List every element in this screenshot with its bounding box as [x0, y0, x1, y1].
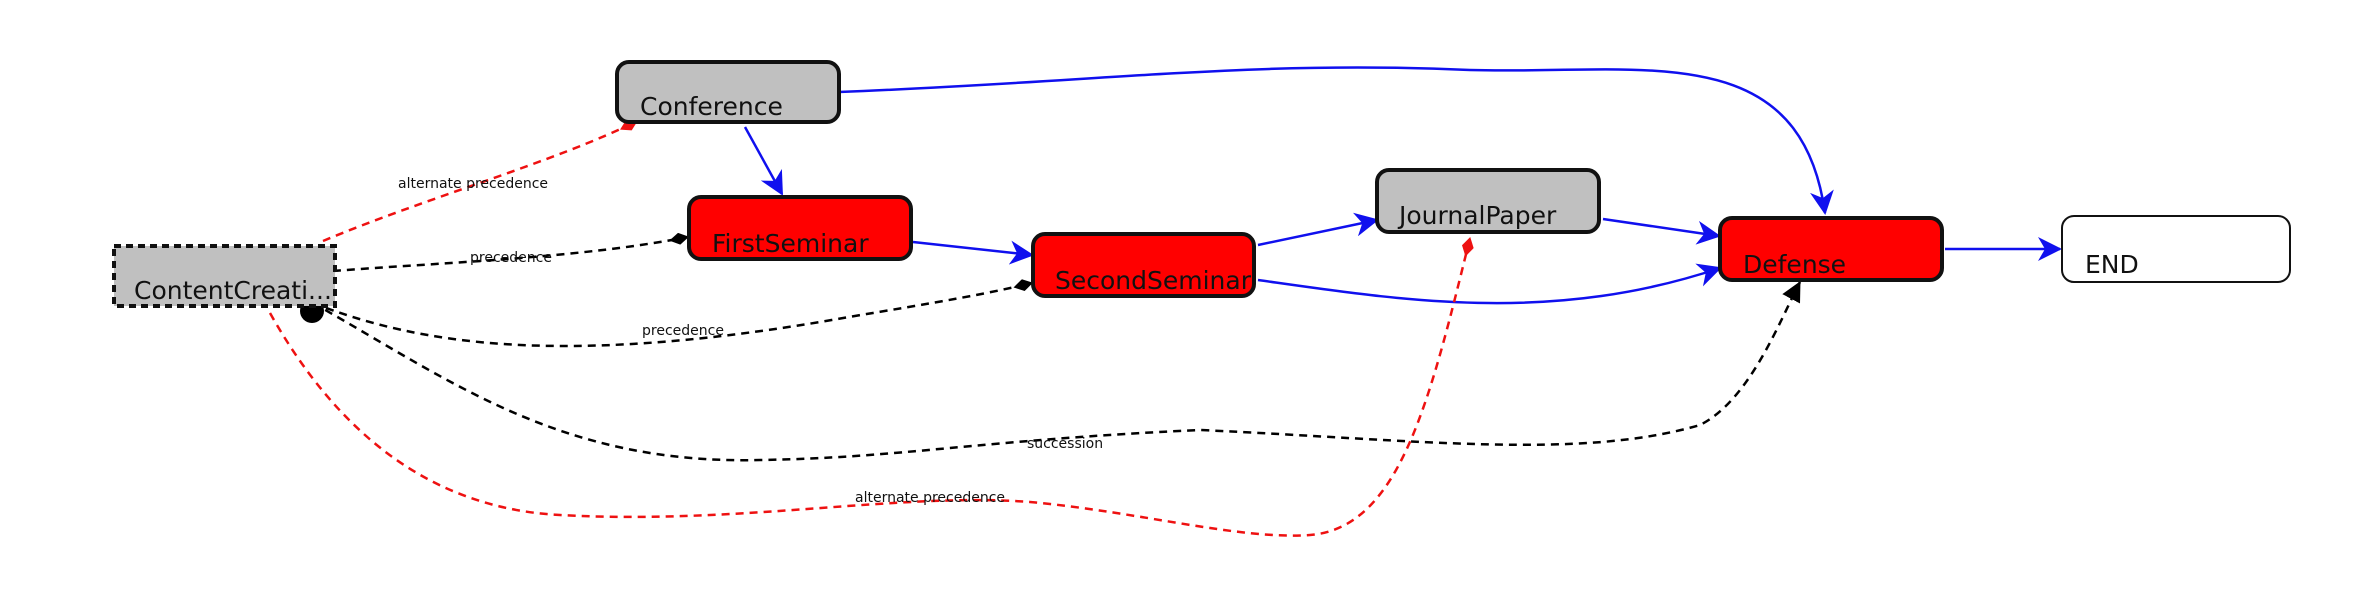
edge-precedence-firstseminar[interactable]	[332, 232, 689, 273]
node-second-seminar[interactable]: SecondSeminar	[1031, 232, 1256, 298]
node-journal-paper[interactable]: JournalPaper	[1375, 168, 1601, 234]
node-label-second-seminar: SecondSeminar	[1055, 266, 1252, 295]
edge-label-alternate-precedence-conference: alternate precedence	[398, 176, 548, 192]
edge-labels: alternate precedence precedence preceden…	[398, 176, 1103, 506]
edge-label-succession: succession	[1027, 436, 1103, 452]
edge-label-alternate-precedence-journalpaper: alternate precedence	[855, 490, 1005, 506]
node-label-first-seminar: FirstSeminar	[712, 229, 869, 258]
node-first-seminar[interactable]: FirstSeminar	[687, 195, 913, 261]
node-conference[interactable]: Conference	[615, 60, 841, 124]
edge-precedence-secondseminar[interactable]	[312, 279, 1033, 348]
edge-alternate-precedence-journalpaper[interactable]	[268, 237, 1474, 537]
node-label-defense: Defense	[1743, 250, 1846, 279]
node-label-journal-paper: JournalPaper	[1397, 201, 1557, 230]
edge-label-precedence-secondseminar: precedence	[642, 323, 724, 339]
edge-secondseminar-to-journalpaper[interactable]	[1257, 212, 1379, 247]
edge-conference-to-firstseminar[interactable]	[743, 126, 784, 196]
constraint-edges	[268, 119, 1802, 537]
node-label-conference: Conference	[640, 92, 783, 121]
flow-edges	[743, 66, 2062, 305]
edge-journalpaper-to-defense[interactable]	[1602, 217, 1721, 245]
edge-succession-defense[interactable]	[312, 281, 1802, 462]
edge-alternate-precedence-conference[interactable]	[322, 119, 638, 243]
node-label-end: END	[2085, 250, 2139, 279]
edge-firstseminar-to-secondseminar[interactable]	[912, 240, 1034, 265]
edge-label-precedence-firstseminar: precedence	[470, 250, 552, 266]
edge-secondseminar-to-defense[interactable]	[1257, 263, 1722, 305]
node-content-creation[interactable]: ContentCreati...	[112, 244, 337, 308]
node-defense[interactable]: Defense	[1718, 216, 1944, 282]
node-end[interactable]: END	[2061, 215, 2291, 283]
edge-conference-to-defense[interactable]	[838, 66, 1834, 215]
node-label-content-creation: ContentCreati...	[134, 276, 332, 305]
